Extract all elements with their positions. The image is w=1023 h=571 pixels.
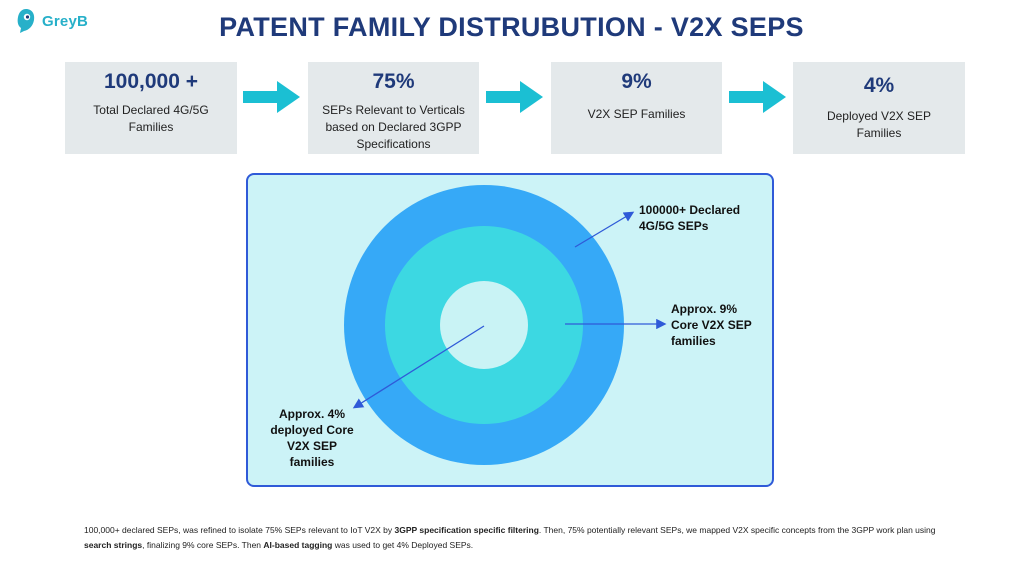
stat-label: Total Declared 4G/5G Families: [93, 103, 209, 134]
brand-logo: GreyB: [16, 8, 88, 34]
stat-value: 4%: [863, 74, 895, 97]
footnote-text: was used to get 4% Deployed SEPs.: [332, 540, 474, 550]
right-arrow-icon: [729, 81, 786, 113]
footnote-bold: search strings: [84, 540, 143, 550]
footnote-bold: 3GPP specification specific filtering: [394, 525, 539, 535]
stat-label: SEPs Relevant to Verticals based on Decl…: [322, 103, 465, 151]
stat-box-deployed: 4% Deployed V2X SEP Families: [793, 62, 965, 154]
stat-value: 100,000 +: [103, 70, 198, 93]
page-title: PATENT FAMILY DISTRUBUTION - V2X SEPS: [219, 12, 804, 42]
methodology-footnote: 100,000+ declared SEPs, was refined to i…: [84, 523, 964, 553]
stat-value: 75%: [372, 70, 415, 93]
callout-core-v2x: Approx. 9% Core V2X SEP families: [671, 302, 752, 348]
inner-circle: [440, 281, 528, 369]
stat-label: Deployed V2X SEP Families: [826, 109, 932, 140]
footnote-text: , finalizing 9% core SEPs. Then: [142, 540, 264, 550]
stat-value: 9%: [621, 70, 652, 93]
footnote-text: 100,000+ declared SEPs, was refined to i…: [84, 525, 395, 535]
callout-pointer: [352, 325, 485, 409]
stat-box-declared: 100,000 + Total Declared 4G/5G Families: [65, 62, 237, 154]
stat-box-v2x: 9% V2X SEP Families: [551, 62, 722, 154]
stat-label: V2X SEP Families: [587, 107, 686, 121]
callout-pointer: [574, 211, 635, 248]
right-arrow-icon: [486, 81, 543, 113]
stat-box-relevant: 75% SEPs Relevant to Verticals based on …: [308, 62, 479, 154]
greyb-logo-icon: [17, 9, 35, 33]
brand-name: GreyB: [42, 12, 89, 30]
footnote-bold: AI-based tagging: [263, 540, 333, 550]
callout-declared-seps: 100000+ Declared 4G/5G SEPs: [639, 203, 741, 233]
right-arrow-icon: [243, 81, 300, 113]
footnote-text: . Then, 75% potentially relevant SEPs, w…: [538, 525, 936, 535]
callout-deployed-v2x: Approx. 4% deployed Core V2X SEP familie…: [270, 407, 354, 469]
